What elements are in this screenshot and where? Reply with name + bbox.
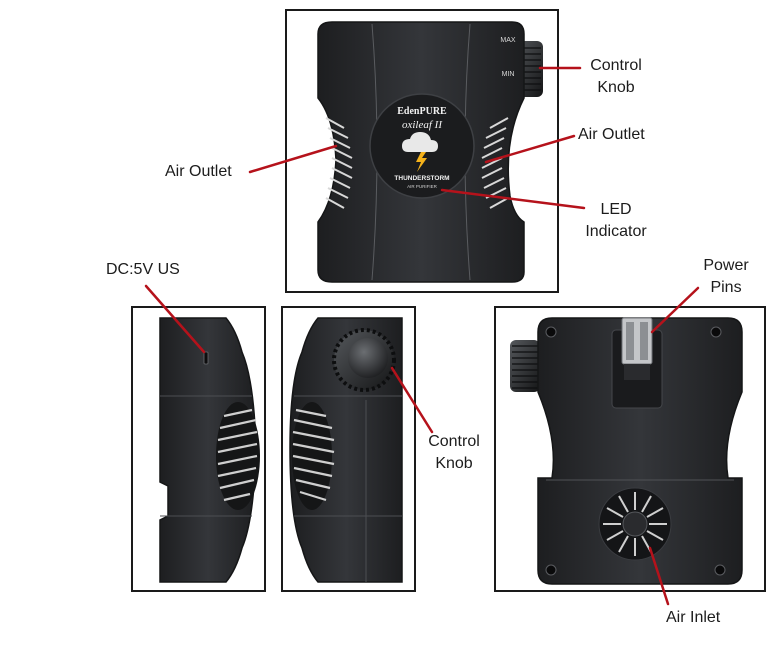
cloud-bolt-icon — [402, 132, 438, 172]
air-inlet-grille — [598, 487, 672, 561]
device-product-type: AIR PURIFIER — [407, 184, 438, 189]
label-control-knob-top: Control Knob — [590, 57, 642, 96]
device-product-line: THUNDERSTORM — [394, 175, 449, 182]
knob-max-marking: MAX — [500, 37, 516, 44]
label-led-indicator: LED Indicator — [585, 201, 647, 240]
left-side-grille — [217, 408, 258, 502]
dc-port — [203, 351, 209, 365]
leader-power-pins — [650, 286, 700, 334]
left-side-device — [159, 317, 260, 583]
leader-dc-port — [144, 284, 206, 354]
back-screws — [545, 326, 726, 576]
device-brand: EdenPURE — [397, 106, 447, 117]
leader-led-indicator — [440, 188, 586, 210]
label-air-outlet-left: Air Outlet — [165, 163, 232, 180]
right-side-grille — [292, 408, 335, 502]
control-knob-side — [332, 328, 396, 392]
device-model: oxileaf II — [402, 119, 443, 131]
label-air-outlet-right: Air Outlet — [578, 126, 645, 143]
label-air-inlet: Air Inlet — [666, 609, 721, 626]
knob-min-marking: MIN — [502, 71, 515, 78]
air-outlet-right-grille — [481, 117, 509, 209]
label-dc-port: DC:5V US — [106, 261, 180, 278]
control-knob-back — [510, 340, 540, 392]
label-power-pins: Power Pins — [703, 257, 749, 296]
right-side-device — [289, 317, 403, 583]
power-pins — [621, 317, 653, 380]
leader-control-knob-side — [390, 366, 434, 434]
back-device — [510, 317, 743, 585]
label-control-knob-side: Control Knob — [428, 433, 480, 472]
air-outlet-left-grille — [325, 117, 353, 209]
back-body — [537, 317, 743, 585]
front-device: EdenPURE oxileaf II THUNDERSTORM AIR PUR… — [317, 21, 543, 283]
leader-air-outlet-right — [484, 134, 576, 164]
leader-air-outlet-left — [248, 144, 338, 174]
leader-air-inlet — [648, 546, 670, 606]
